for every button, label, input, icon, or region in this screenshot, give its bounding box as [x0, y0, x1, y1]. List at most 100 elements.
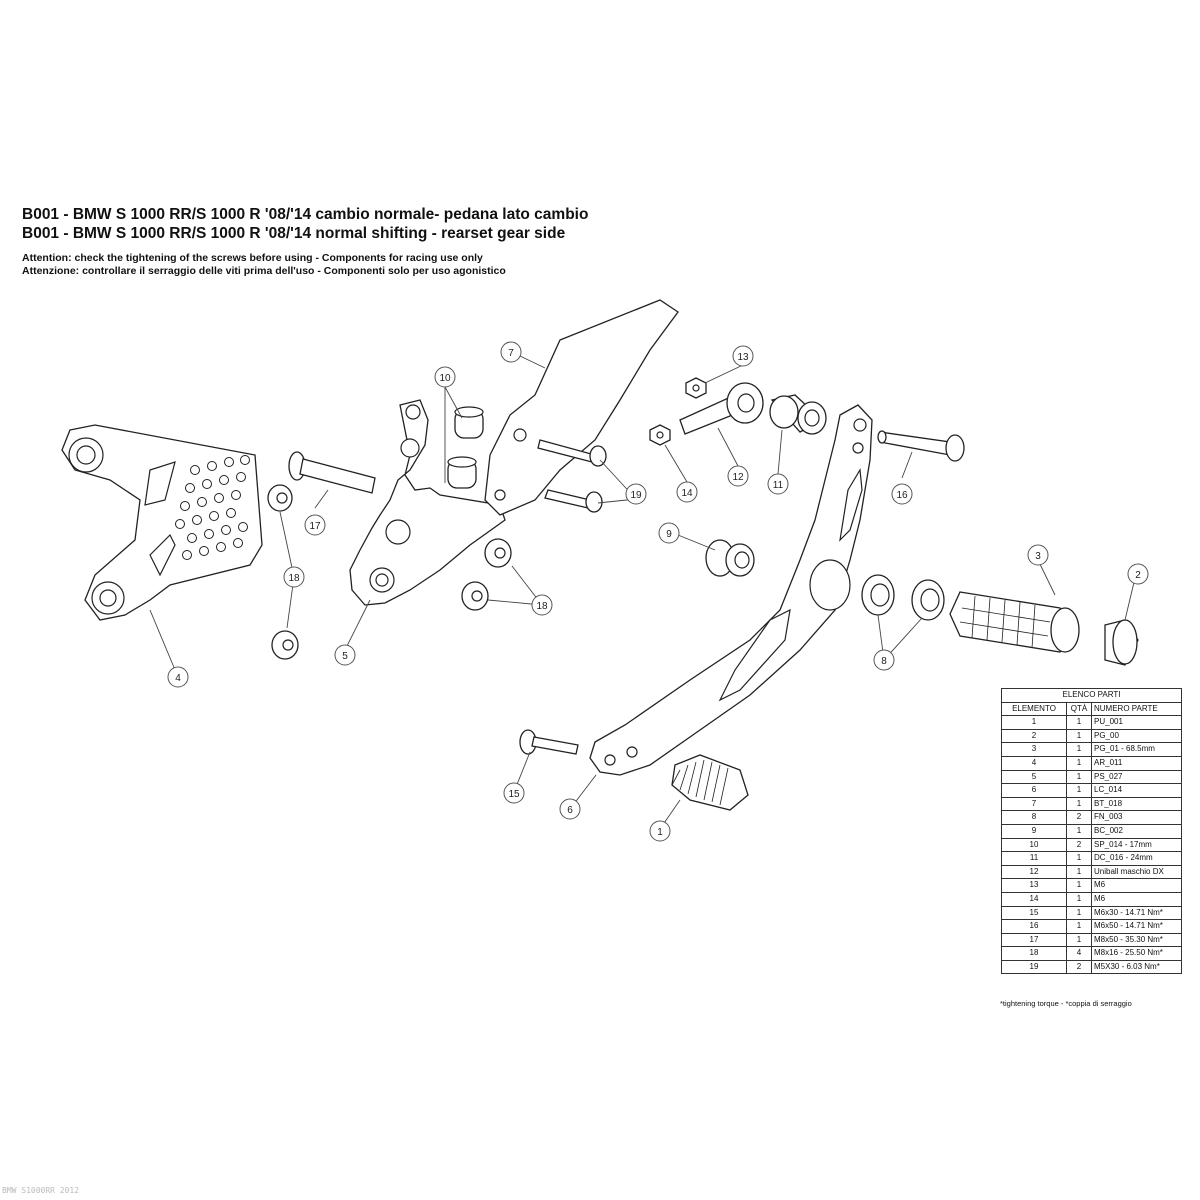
svg-text:1: 1 — [657, 827, 663, 838]
footer-caption: BMW S1000RR 2012 — [2, 1186, 80, 1195]
svg-text:3: 3 — [1035, 551, 1041, 562]
part-bolt-16 — [877, 430, 965, 462]
notice-english: Attention: check the tightening of the s… — [22, 252, 483, 264]
cell-quantity: 1 — [1066, 715, 1092, 730]
cell-element: 16 — [1001, 919, 1067, 934]
callout-19: 19 — [625, 483, 647, 505]
cell-part-number: M8x50 - 35.30 Nm* — [1091, 932, 1182, 948]
part-heel-plate — [484, 299, 679, 516]
svg-text:15: 15 — [508, 789, 520, 800]
svg-text:11: 11 — [773, 480, 784, 491]
cell-element: 19 — [1001, 959, 1067, 975]
part-peg-cap-2 — [1104, 619, 1139, 666]
svg-text:17: 17 — [309, 521, 321, 532]
callout-13: 13 — [732, 345, 754, 367]
callout-1: 1 — [649, 820, 671, 842]
svg-text:8: 8 — [881, 656, 887, 667]
cell-quantity: 1 — [1066, 728, 1092, 744]
callout-12: 12 — [727, 465, 749, 487]
callout-6: 6 — [559, 798, 581, 820]
svg-text:10: 10 — [439, 373, 451, 384]
cell-element: 7 — [1001, 796, 1067, 812]
svg-text:14: 14 — [681, 488, 693, 499]
cell-element: 4 — [1001, 755, 1067, 771]
part-bearings-8 — [861, 574, 945, 621]
part-bushing-9 — [705, 539, 755, 577]
cell-element: 8 — [1001, 810, 1067, 825]
callout-17: 17 — [304, 514, 326, 536]
part-bolt-17 — [288, 451, 376, 494]
cell-quantity: 1 — [1066, 878, 1092, 893]
part-heel-guard-plate — [61, 424, 263, 621]
part-bolts-19 — [537, 439, 607, 513]
callout-10: 10 — [434, 366, 456, 388]
perforation-pattern — [175, 455, 250, 560]
cell-quantity: 2 — [1066, 837, 1092, 853]
cell-element: 15 — [1001, 905, 1067, 921]
cell-element: 10 — [1001, 837, 1067, 853]
parts-list-table: ELENCO PARTI ELEMENTO QTÀ NUMERO PARTE 1… — [1001, 688, 1182, 975]
cell-element: 5 — [1001, 769, 1067, 785]
svg-text:9: 9 — [666, 529, 672, 540]
cell-element: 2 — [1001, 728, 1067, 744]
cell-quantity: 1 — [1066, 796, 1092, 812]
cell-quantity: 1 — [1066, 755, 1092, 771]
cell-element: 13 — [1001, 878, 1067, 893]
cell-part-number: LC_014 — [1091, 783, 1182, 798]
part-peg-3 — [949, 591, 1080, 653]
callout-5: 5 — [334, 644, 356, 666]
part-bolts-18 — [267, 484, 512, 660]
cell-quantity: 1 — [1066, 891, 1092, 907]
part-nuts — [649, 377, 707, 446]
notice-block: Attention: check the tightening of the s… — [22, 252, 588, 278]
cell-element: 12 — [1001, 864, 1067, 880]
svg-text:18: 18 — [536, 601, 548, 612]
cell-quantity: 4 — [1066, 946, 1092, 961]
title-italian: B001 - BMW S 1000 RR/S 1000 R '08/'14 ca… — [22, 206, 589, 223]
cell-part-number: BC_002 — [1091, 823, 1182, 839]
cell-quantity: 1 — [1066, 823, 1092, 839]
header-quantity: QTÀ — [1066, 701, 1092, 717]
cell-quantity: 1 — [1066, 851, 1092, 866]
cell-part-number: PG_00 — [1091, 728, 1182, 744]
cell-quantity: 2 — [1066, 959, 1092, 975]
callout-7: 7 — [500, 341, 522, 363]
cell-part-number: DC_016 - 24mm — [1091, 851, 1182, 866]
callout-3: 3 — [1027, 544, 1049, 566]
cell-part-number: FN_003 — [1091, 810, 1182, 825]
cell-quantity: 1 — [1066, 742, 1092, 757]
callout-8: 8 — [873, 649, 895, 671]
callout-14: 14 — [676, 481, 698, 503]
part-uniball — [679, 382, 764, 435]
cell-part-number: PS_027 — [1091, 769, 1182, 785]
svg-text:7: 7 — [508, 348, 514, 359]
svg-text:2: 2 — [1135, 570, 1141, 581]
cell-element: 9 — [1001, 823, 1067, 839]
cell-part-number: M6 — [1091, 891, 1182, 907]
callout-16: 16 — [891, 483, 913, 505]
cell-quantity: 1 — [1066, 905, 1092, 921]
cell-part-number: BT_018 — [1091, 796, 1182, 812]
notice-italian: Attenzione: controllare il serraggio del… — [22, 265, 506, 277]
cell-element: 14 — [1001, 891, 1067, 907]
svg-text:4: 4 — [175, 673, 181, 684]
cell-part-number: PG_01 - 68.5mm — [1091, 742, 1182, 757]
parts-list-header-row: ELEMENTO QTÀ NUMERO PARTE — [1001, 701, 1182, 717]
cell-element: 11 — [1001, 851, 1067, 866]
header-element: ELEMENTO — [1001, 701, 1067, 717]
